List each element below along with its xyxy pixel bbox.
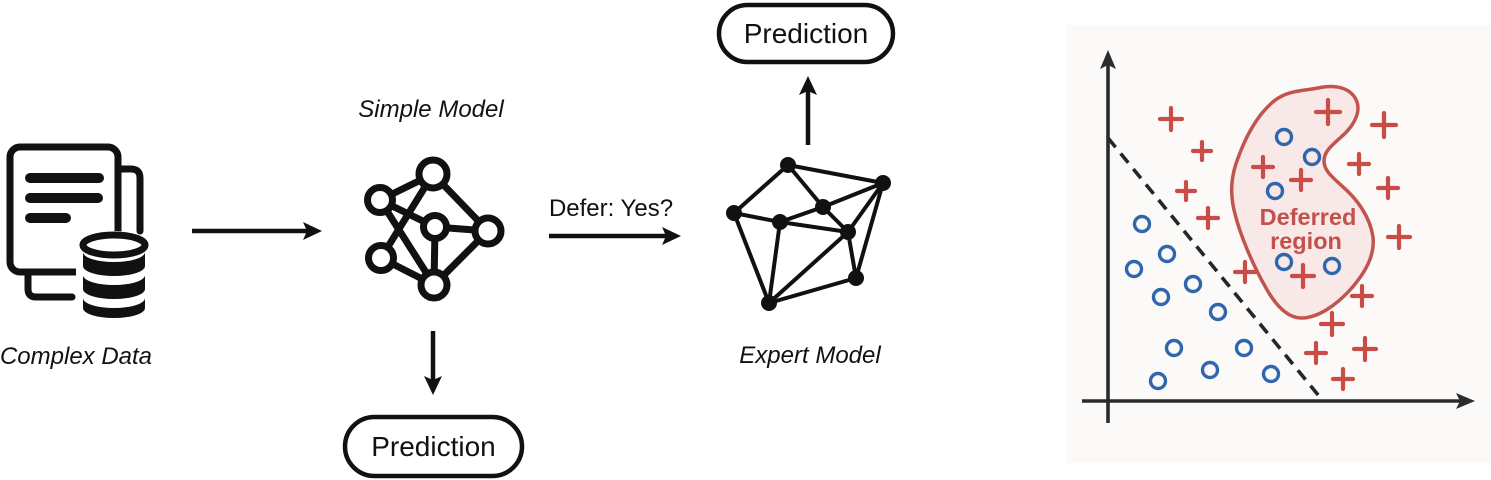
scatter-plot: Deferred region: [1066, 25, 1490, 463]
prediction-pill-bottom: Prediction: [342, 414, 525, 479]
data-point-circle: [1274, 252, 1294, 272]
y-axis: [1100, 50, 1116, 423]
data-point-circle: [1302, 147, 1322, 167]
data-point-cross: [1232, 259, 1258, 285]
data-point-circle: [1164, 338, 1184, 358]
arrow-defer-to-expert: [549, 227, 681, 245]
data-point-circle: [1265, 181, 1285, 201]
data-point-circle: [1234, 338, 1254, 358]
data-point-cross: [1157, 105, 1185, 133]
data-point-circle: [1322, 256, 1342, 276]
deferred-region-label-line2: region: [1270, 228, 1342, 254]
arrow-simple-to-prediction: [424, 331, 442, 395]
data-point-circle: [1200, 360, 1220, 380]
data-point-cross: [1250, 154, 1276, 180]
data-point-cross: [1375, 175, 1401, 201]
data-point-cross: [1289, 262, 1317, 290]
arrow-data-to-simple-model: [192, 222, 322, 240]
arrow-expert-to-prediction: [799, 76, 817, 145]
data-point-cross: [1190, 139, 1214, 163]
data-point-cross: [1330, 366, 1356, 392]
data-point-circle: [1274, 127, 1294, 147]
data-point-circle: [1148, 371, 1168, 391]
expert-model-label: Expert Model: [739, 342, 881, 369]
complex-data-icon: [6, 143, 152, 324]
data-point-circle: [1261, 364, 1281, 384]
prediction-top-label: Prediction: [744, 18, 869, 49]
data-point-circle: [1208, 302, 1228, 322]
data-point-circle: [1157, 244, 1177, 264]
data-point-cross: [1351, 335, 1379, 363]
back-page-corner-shape: [24, 264, 76, 301]
data-point-cross: [1174, 179, 1198, 203]
data-point-circle: [1124, 259, 1144, 279]
data-point-cross: [1369, 110, 1399, 140]
simple-model-label: Simple Model: [358, 96, 504, 123]
data-point-cross: [1313, 97, 1343, 127]
data-point-cross: [1288, 167, 1314, 193]
prediction-pill-top: Prediction: [716, 2, 896, 65]
deferred-region-label: Deferred region: [1260, 204, 1357, 254]
deferred-region-label-line1: Deferred: [1260, 204, 1357, 230]
data-point-cross: [1385, 223, 1413, 251]
decision-boundary-line: [1106, 136, 1325, 403]
data-point-circle: [1132, 214, 1152, 234]
data-point-cross: [1195, 205, 1221, 231]
nn-nodes: [364, 156, 505, 302]
complex-data-label: Complex Data: [0, 343, 152, 370]
data-point-circle: [1151, 287, 1171, 307]
defer-arrow-label: Defer: Yes?: [549, 195, 673, 222]
x-axis: [1082, 393, 1475, 409]
back-page-shape: [110, 165, 144, 235]
neural-network-icon: [364, 156, 505, 302]
red-crosses: [1157, 97, 1413, 392]
data-point-cross: [1349, 283, 1375, 309]
data-point-cross: [1346, 151, 1372, 177]
graph-nodes: [726, 157, 891, 311]
prediction-bottom-label: Prediction: [371, 431, 496, 462]
data-point-cross: [1303, 340, 1329, 366]
database-icon: [79, 231, 149, 318]
data-point-circle: [1183, 274, 1203, 294]
blue-circles: [1124, 127, 1342, 391]
expert-model-icon: [726, 157, 891, 311]
data-point-cross: [1318, 310, 1346, 338]
